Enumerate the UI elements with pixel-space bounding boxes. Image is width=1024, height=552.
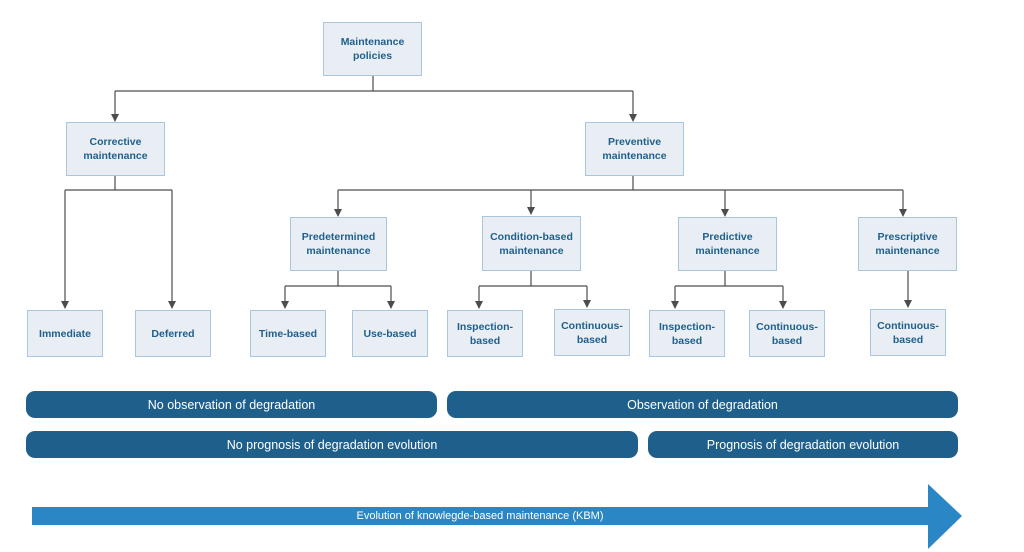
leaf-condition-inspection-based: Inspection-based xyxy=(447,310,523,357)
node-prescriptive-maintenance: Prescriptive maintenance xyxy=(858,217,957,271)
node-preventive-maintenance: Preventive maintenance xyxy=(585,122,684,176)
leaf-immediate: Immediate xyxy=(27,310,103,357)
node-predictive-maintenance: Predictive maintenance xyxy=(678,217,777,271)
kbm-arrow-label: Evolution of knowlegde-based maintenance… xyxy=(356,510,604,522)
node-maintenance-policies: Maintenance policies xyxy=(323,22,422,76)
band-prognosis: Prognosis of degradation evolution xyxy=(648,431,958,458)
band-no-prognosis: No prognosis of degradation evolution xyxy=(26,431,638,458)
node-predetermined-maintenance: Predetermined maintenance xyxy=(290,217,387,271)
node-corrective-maintenance: Corrective maintenance xyxy=(66,122,165,176)
kbm-arrow-shape xyxy=(32,484,962,549)
leaf-condition-continuous-based: Continuous-based xyxy=(554,309,630,356)
leaf-predictive-inspection-based: Inspection-based xyxy=(649,310,725,357)
leaf-predictive-continuous-based: Continuous-based xyxy=(749,310,825,357)
band-no-observation: No observation of degradation xyxy=(26,391,437,418)
leaf-prescriptive-continuous-based: Continuous-based xyxy=(870,309,946,356)
node-condition-based-maintenance: Condition-based maintenance xyxy=(482,216,581,271)
leaf-deferred: Deferred xyxy=(135,310,211,357)
band-observation: Observation of degradation xyxy=(447,391,958,418)
leaf-use-based: Use-based xyxy=(352,310,428,357)
leaf-time-based: Time-based xyxy=(250,310,326,357)
